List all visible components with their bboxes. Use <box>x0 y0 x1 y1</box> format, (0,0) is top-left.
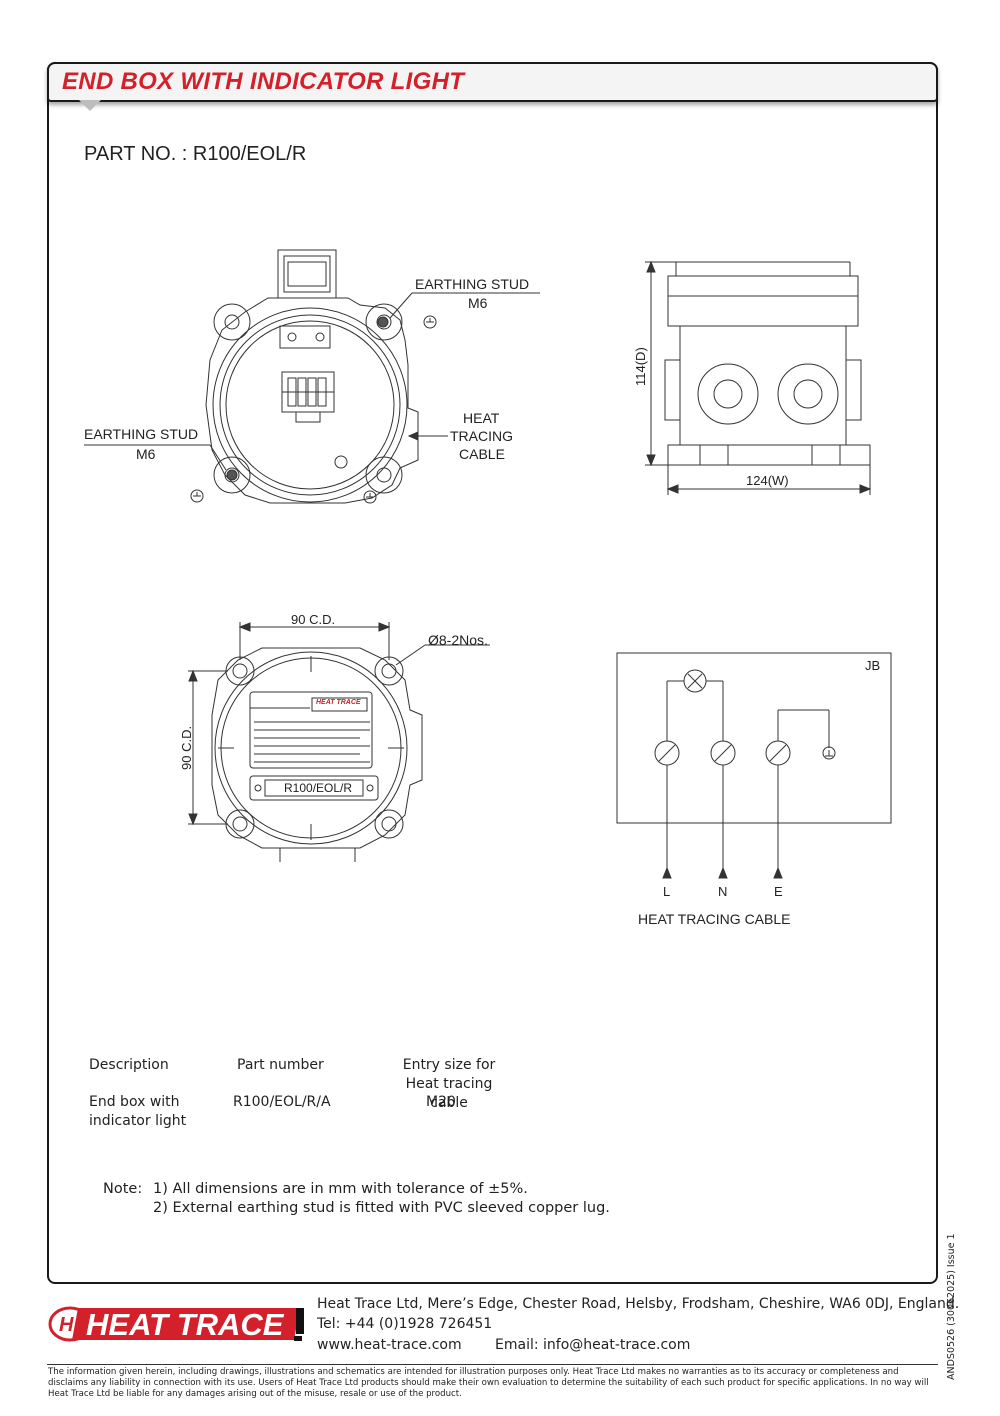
note-label: Note: <box>103 1181 143 1197</box>
logo-text: HEAT TRACE <box>86 1307 285 1342</box>
side-view-drawing <box>645 260 872 495</box>
title-notch <box>79 100 101 111</box>
table-cell-entry-size: M20 <box>426 1094 456 1110</box>
footer-website[interactable]: www.heat-trace.com <box>317 1337 462 1353</box>
lid-view-drawing <box>188 622 490 862</box>
earthing-stud-left-label: EARTHING STUD <box>84 426 199 442</box>
heat-trace-logo: H HEAT TRACE <box>48 1300 306 1348</box>
table-header-entry-line2: Heat tracing cable <box>405 1076 493 1111</box>
table-cell-description-line2: indicator light <box>89 1113 187 1129</box>
table-cell-description: End box with indicator light <box>89 1093 186 1131</box>
jb-label: JB <box>865 658 881 673</box>
heat-tracing-cable-label-3: CABLE <box>459 446 505 462</box>
nameplate-part-number: R100/EOL/R <box>284 781 353 795</box>
cd-vertical-dimension: 90 C.D. <box>179 725 194 770</box>
note-2: 2) External earthing stud is fitted with… <box>153 1200 610 1216</box>
table-header-part-number: Part number <box>237 1057 324 1073</box>
schematic-caption: HEAT TRACING CABLE <box>638 911 791 927</box>
document-code: ANDS0526 (30062025) Issue 1 <box>946 1233 957 1380</box>
svg-text:H: H <box>59 1314 74 1336</box>
heat-tracing-cable-label-2: TRACING <box>450 428 513 444</box>
page-title: END BOX WITH INDICATOR LIGHT <box>62 68 465 95</box>
cd-horizontal-dimension: 90 C.D. <box>291 612 336 627</box>
title-bar <box>47 62 938 111</box>
nameplate-brand: HEAT TRACE <box>316 699 361 706</box>
terminal-n: N <box>718 884 728 899</box>
earthing-stud-top-size: M6 <box>468 295 488 311</box>
table-header-entry-size: Entry size for Heat tracing cable <box>387 1056 511 1113</box>
note-1: 1) All dimensions are in mm with toleran… <box>153 1181 528 1197</box>
hole-dimension: Ø8-2Nos. <box>428 632 488 648</box>
footer-email[interactable]: Email: info@heat-trace.com <box>495 1337 691 1353</box>
depth-dimension: 114(D) <box>633 347 648 386</box>
width-dimension: 124(W) <box>746 473 789 488</box>
table-header-description: Description <box>89 1057 169 1073</box>
part-number: PART NO. : R100/EOL/R <box>84 143 307 165</box>
footer-disclaimer: The information given herein, including … <box>48 1367 929 1399</box>
wiring-schematic <box>616 652 892 879</box>
table-cell-description-line1: End box with <box>89 1094 180 1110</box>
front-view-drawing <box>84 249 540 504</box>
terminal-l: L <box>663 884 671 899</box>
footer-address: Heat Trace Ltd, Mere’s Edge, Chester Roa… <box>317 1296 960 1312</box>
earthing-stud-top-label: EARTHING STUD <box>415 276 530 292</box>
heat-tracing-cable-label-1: HEAT <box>463 410 500 426</box>
table-cell-part-number: R100/EOL/R/A <box>233 1094 331 1110</box>
table-header-entry-line1: Entry size for <box>402 1057 496 1073</box>
earthing-stud-left-size: M6 <box>136 446 156 462</box>
footer-telephone: Tel: +44 (0)1928 726451 <box>317 1316 493 1332</box>
footer-divider <box>47 1364 938 1365</box>
terminal-e: E <box>774 884 783 899</box>
